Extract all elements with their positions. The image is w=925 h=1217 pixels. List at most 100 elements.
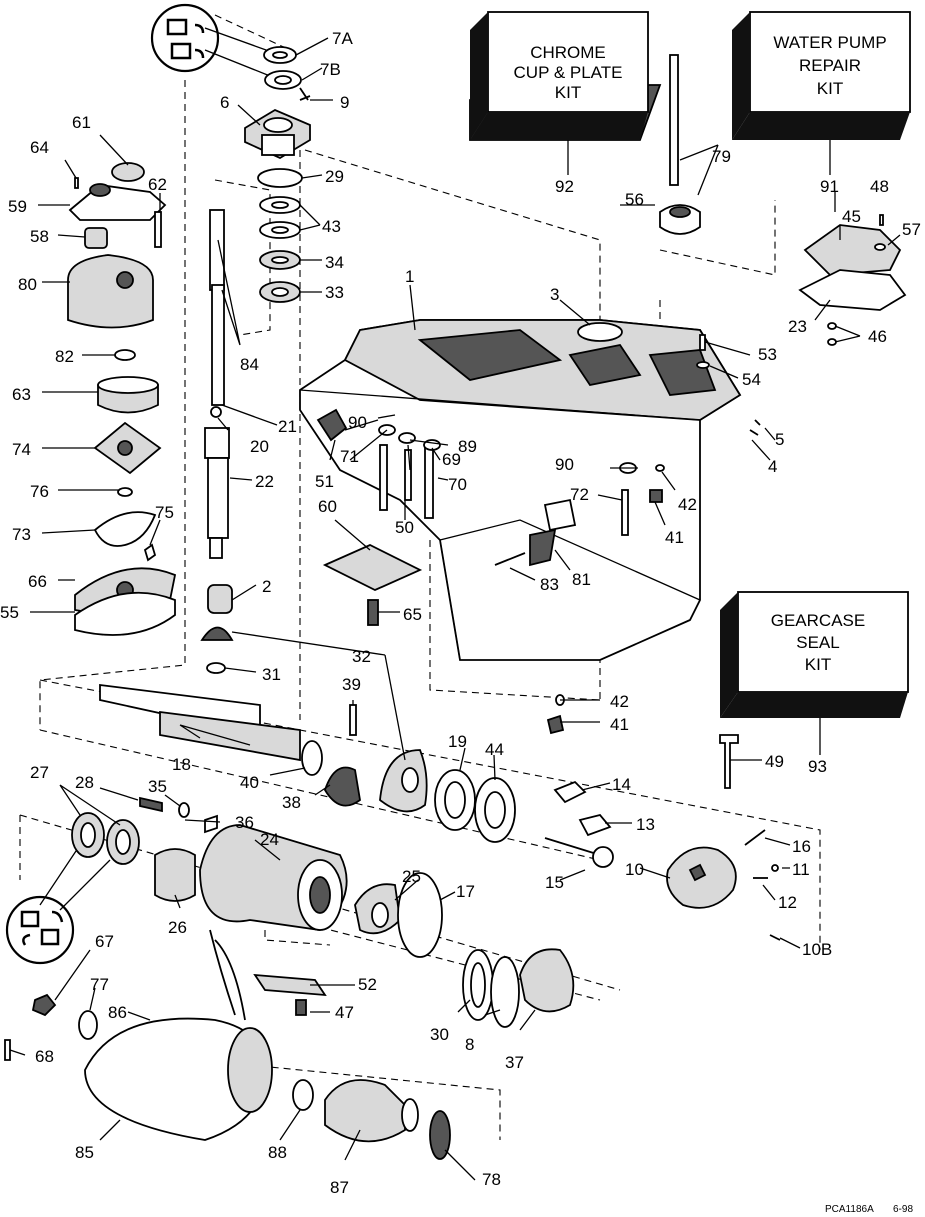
chrome-cup-plate-kit-box: CHROME CUP & PLATE KIT [469,11,662,141]
label-41a: 41 [665,528,684,547]
label-72: 72 [570,485,589,504]
water-pump-parts [67,162,177,636]
label-84: 84 [240,355,259,374]
bearing-detail-inset [5,844,111,965]
label-53: 53 [758,345,777,364]
label-58: 58 [30,227,49,246]
label-66: 66 [28,572,47,591]
label-28: 28 [75,773,94,792]
label-69: 69 [442,450,461,469]
label-60: 60 [318,497,337,516]
label-45: 45 [842,207,861,226]
label-46: 46 [868,327,887,346]
label-81: 81 [572,570,591,589]
drawing-code: PCA1186A [825,1204,874,1215]
label-85: 85 [75,1143,94,1162]
label-12: 12 [778,893,797,912]
label-40: 40 [240,773,259,792]
label-20: 20 [250,437,269,456]
label-23: 23 [788,317,807,336]
top-right-parts [659,54,907,436]
leader-lines [9,37,901,1181]
label-15: 15 [545,873,564,892]
label-13: 13 [636,815,655,834]
label-8: 8 [465,1035,474,1054]
label-59: 59 [8,197,27,216]
label-90b: 90 [555,455,574,474]
label-25: 25 [402,867,421,886]
kit-gs-line3: KIT [805,655,831,674]
label-91: 91 [820,177,839,196]
label-67: 67 [95,932,114,951]
kit-wp-line1: WATER PUMP [773,33,886,52]
kit-gs-line2: SEAL [796,633,839,652]
label-73: 73 [12,525,31,544]
kit-wp-line2: REPAIR [799,56,861,75]
label-10: 10 [625,860,644,879]
label-87: 87 [330,1178,349,1197]
label-10b: 10B [802,940,832,959]
label-93: 93 [808,757,827,776]
label-18: 18 [172,755,191,774]
label-47: 47 [335,1003,354,1022]
label-1: 1 [405,267,414,286]
label-41b: 41 [610,715,629,734]
label-6: 6 [220,93,229,112]
label-43: 43 [322,217,341,236]
label-14: 14 [612,775,631,794]
label-76: 76 [30,482,49,501]
label-7a: 7A [332,29,353,48]
label-26: 26 [168,918,187,937]
label-39: 39 [342,675,361,694]
label-49: 49 [765,752,784,771]
kit-gs-line1: GEARCASE [771,611,865,630]
label-56: 56 [625,190,644,209]
water-pump-repair-kit-box: WATER PUMP REPAIR KIT [732,11,911,140]
label-16: 16 [792,837,811,856]
label-88: 88 [268,1143,287,1162]
label-19: 19 [448,732,467,751]
label-4: 4 [768,457,777,476]
label-75: 75 [155,503,174,522]
label-64: 64 [30,138,49,157]
label-82: 82 [55,347,74,366]
label-77: 77 [90,975,109,994]
label-51: 51 [315,472,334,491]
label-74: 74 [12,440,31,459]
label-80: 80 [18,275,37,294]
kit-chrome-line3: KIT [555,83,581,102]
shift-linkage [544,780,781,941]
driveshaft-stack [200,46,311,674]
label-36: 36 [235,813,254,832]
label-27: 27 [30,763,49,782]
label-50: 50 [395,518,414,537]
label-57: 57 [902,220,921,239]
label-62: 62 [148,175,167,194]
label-9: 9 [340,93,349,112]
label-24: 24 [260,830,279,849]
propshaft-gears [99,683,516,843]
kit-chrome-line2: CUP & PLATE [514,63,623,82]
label-22: 22 [255,472,274,491]
label-42a: 42 [678,495,697,514]
lower-parts [4,796,575,1160]
label-21: 21 [278,417,297,436]
kit-wp-line3: KIT [817,79,843,98]
label-52: 52 [358,975,377,994]
label-5: 5 [775,430,784,449]
label-34: 34 [325,253,344,272]
label-2: 2 [262,577,271,596]
label-92: 92 [555,177,574,196]
label-55: 55 [0,603,19,622]
label-48: 48 [870,177,889,196]
label-7b: 7B [320,60,341,79]
label-68: 68 [35,1047,54,1066]
label-35: 35 [148,777,167,796]
label-29: 29 [325,167,344,186]
label-79: 79 [712,147,731,166]
label-71: 71 [340,447,359,466]
kit-chrome-line1: CHROME [530,43,606,62]
top-seal-detail-inset [150,3,281,81]
label-33: 33 [325,283,344,302]
